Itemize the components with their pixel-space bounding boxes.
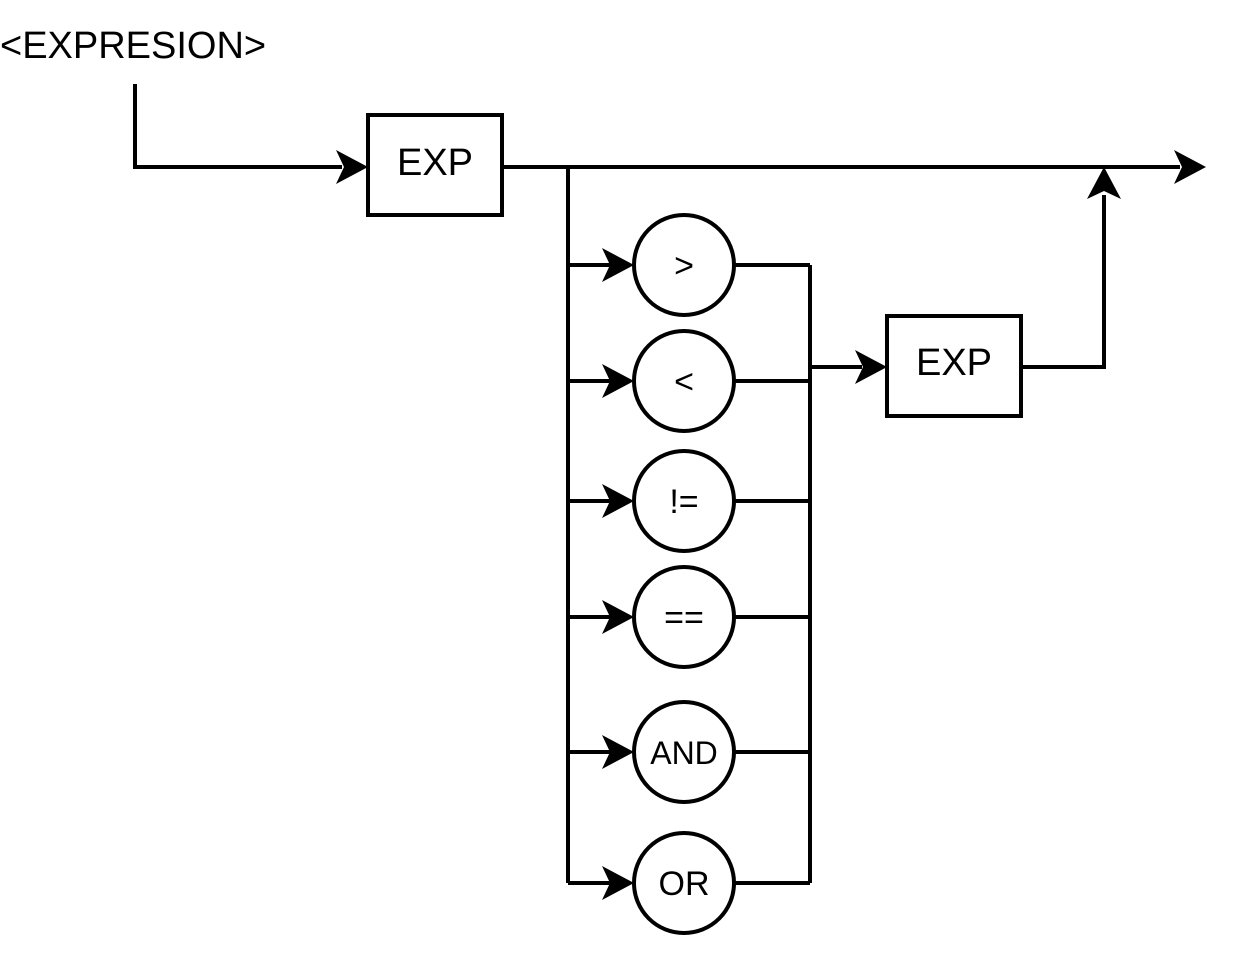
exp-box-second-label: EXP bbox=[916, 342, 992, 384]
operator-or-label: OR bbox=[659, 865, 710, 903]
operator-or-arrowhead bbox=[602, 866, 634, 900]
arrowhead-return-up bbox=[1087, 167, 1121, 199]
exp-box-second bbox=[885, 314, 1023, 418]
operator-and-arrowhead bbox=[602, 735, 634, 769]
operator-lt-node bbox=[632, 329, 736, 433]
arrowhead-exit bbox=[1174, 150, 1206, 184]
operator-and-node bbox=[632, 700, 736, 804]
operator-lt-label: < bbox=[674, 363, 694, 401]
operator-eq-arrowhead bbox=[602, 600, 634, 634]
operator-gt-label: > bbox=[674, 247, 694, 285]
diagram-title: <EXPRESION> bbox=[0, 25, 267, 67]
arrowhead-to-exp2 bbox=[855, 350, 887, 384]
operator-neq-label: != bbox=[669, 483, 698, 521]
operator-and-label: AND bbox=[650, 735, 718, 771]
operator-branches: > < != == AND OR bbox=[568, 213, 810, 935]
operator-gt-arrowhead bbox=[602, 248, 634, 282]
operator-gt-node bbox=[632, 213, 736, 317]
operator-lt-arrowhead bbox=[602, 364, 634, 398]
operator-neq-arrowhead bbox=[602, 484, 634, 518]
exp-box-first-label: EXP bbox=[397, 142, 473, 184]
operator-or-node bbox=[632, 831, 736, 935]
operator-neq-node bbox=[632, 449, 736, 553]
entry-line bbox=[133, 84, 342, 169]
return-line bbox=[1021, 195, 1106, 369]
arrowhead-entry bbox=[336, 150, 368, 184]
exp-box-first bbox=[366, 113, 504, 217]
operator-eq-label: == bbox=[664, 599, 704, 637]
operator-eq-node bbox=[632, 565, 736, 669]
